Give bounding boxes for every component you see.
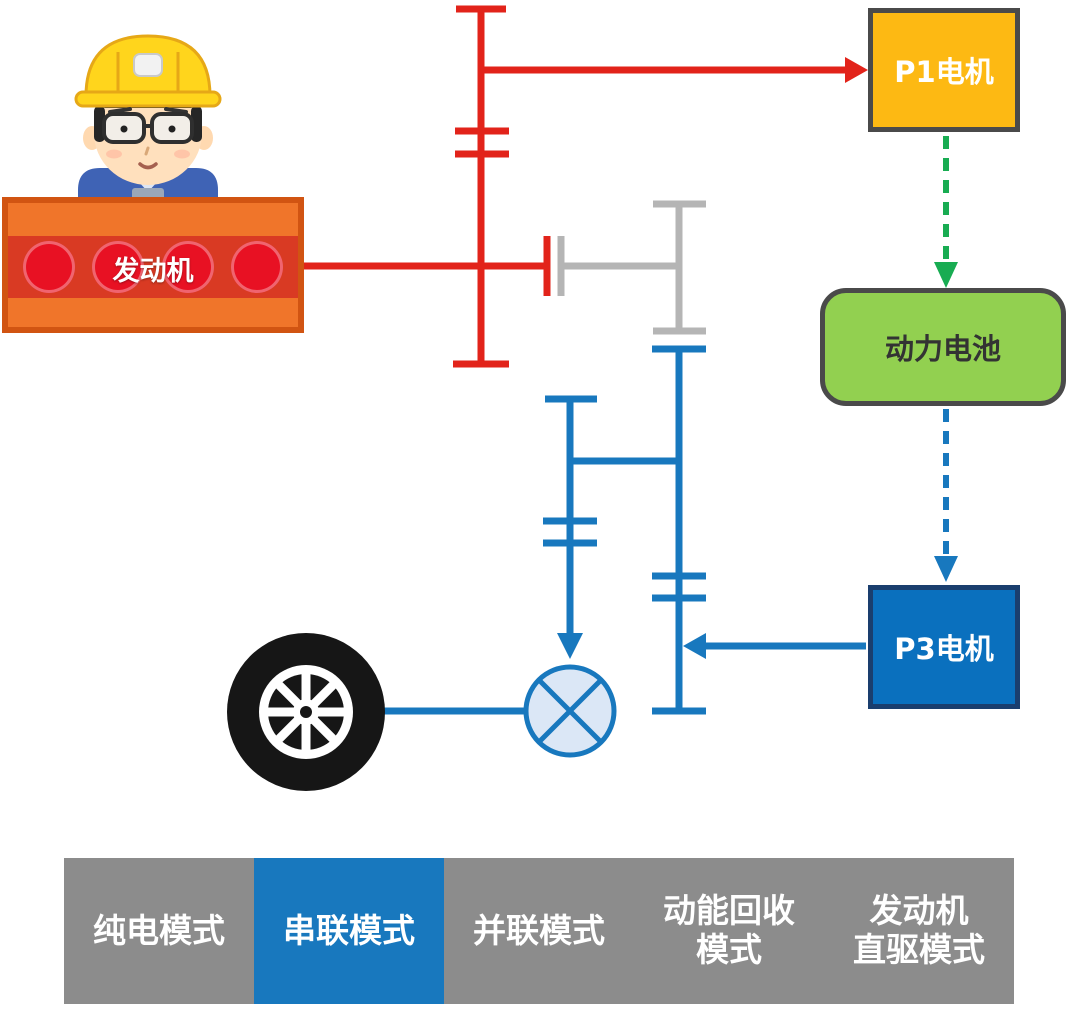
p1-to-battery-dashed-arrow (934, 136, 958, 288)
engine-cylinder-band (8, 236, 298, 298)
mode-tab-label: 纯电模式 (93, 910, 225, 950)
mode-tab-label: 动能回收 (663, 891, 795, 931)
engine-shaft-red (300, 5, 544, 368)
gray-idle-shaft (561, 200, 706, 335)
output-shaft-blue-left (543, 395, 597, 659)
output-shaft-blue-right (570, 345, 706, 715)
mode-tab-series[interactable]: 串联模式 (254, 858, 444, 1004)
clutch-icon (543, 236, 565, 296)
mode-tab-pure-ev[interactable]: 纯电模式 (64, 858, 254, 1004)
engine-label: 发动机 (112, 256, 194, 287)
p1-motor-label: P1电机 (894, 55, 994, 89)
battery-box: 动力电池 (820, 288, 1066, 406)
p3-motor-label: P3电机 (894, 632, 994, 666)
engineer-icon (74, 34, 222, 206)
cylinder-icon (231, 241, 284, 293)
output-coupling-icon (523, 664, 617, 758)
mode-tab-label: 模式 (696, 930, 762, 969)
engine-block: 发动机 (2, 197, 304, 333)
p1-motor-box: P1电机 (868, 8, 1020, 132)
p3-motor-box: P3电机 (868, 585, 1020, 709)
mode-tab-energy-recovery[interactable]: 动能回收 模式 (634, 858, 824, 1004)
wheel-icon (227, 633, 385, 791)
mode-tab-label: 直驱模式 (853, 930, 985, 969)
cylinder-icon (92, 241, 145, 293)
p3-to-shaft-arrow (683, 633, 866, 659)
engine-to-p1-arrow (481, 57, 868, 83)
cylinder-icon (22, 241, 75, 293)
battery-label: 动力电池 (884, 332, 1001, 366)
mode-tab-label: 发动机 (869, 891, 969, 931)
mode-tab-label: 串联模式 (283, 910, 415, 950)
mode-tab-parallel[interactable]: 并联模式 (444, 858, 634, 1004)
cylinder-icon (161, 241, 214, 293)
battery-to-p3-dashed-arrow (934, 409, 958, 582)
mode-tab-engine-direct[interactable]: 发动机 直驱模式 (824, 858, 1014, 1004)
mode-tab-bar: 纯电模式 串联模式 并联模式 动能回收 模式 发动机 直驱模式 (64, 858, 1014, 1004)
mode-tab-label: 并联模式 (473, 910, 605, 950)
